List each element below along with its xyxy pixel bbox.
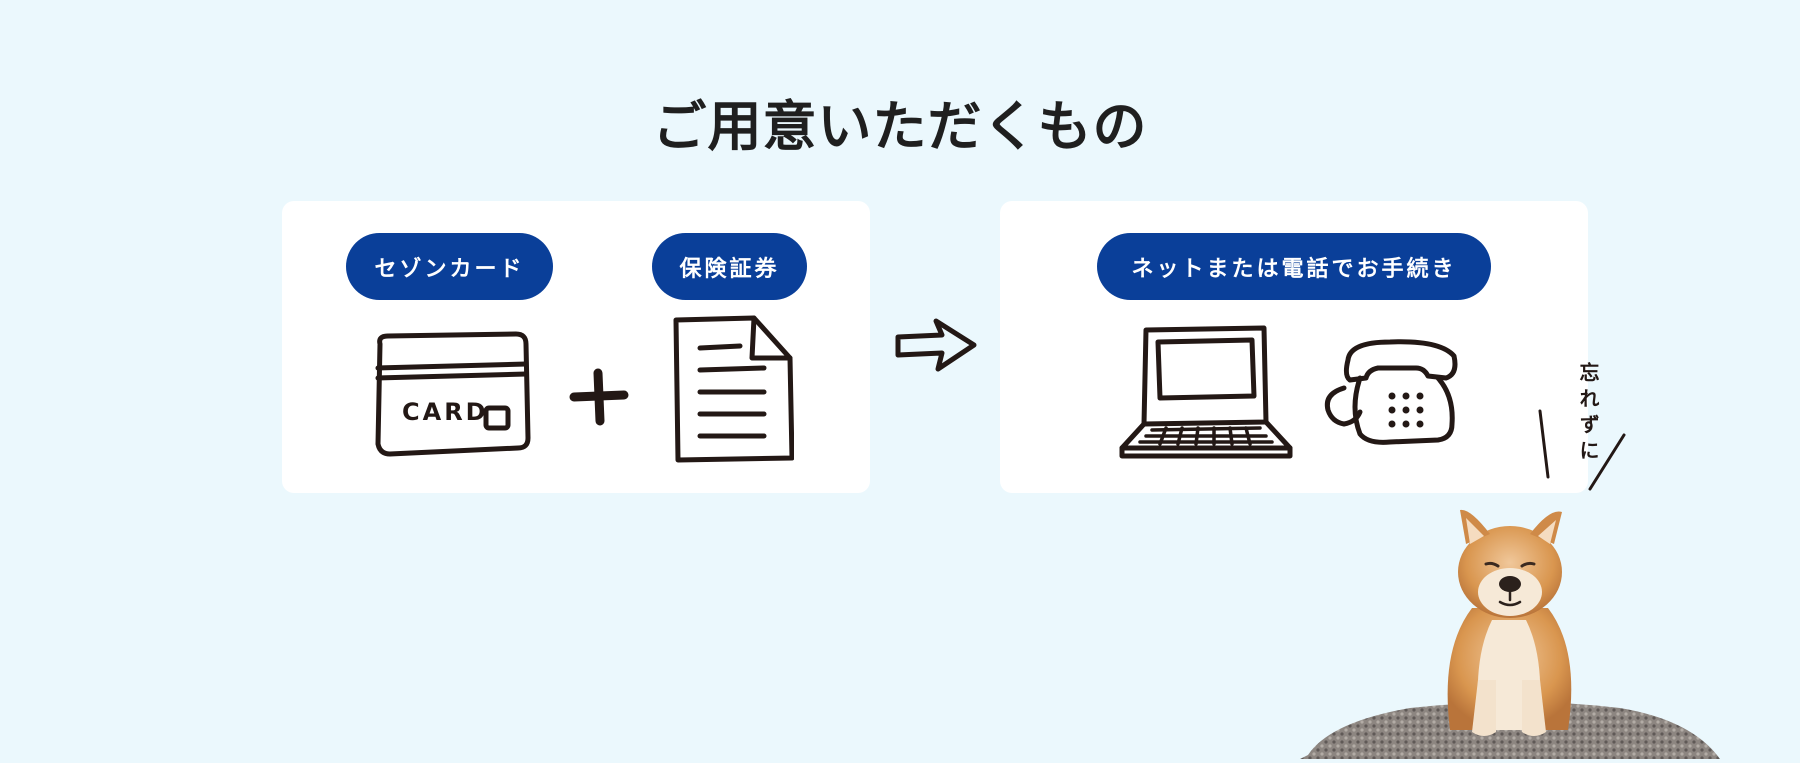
credit-card-icon: CARD (375, 331, 531, 457)
page-title: ご用意いただくもの (652, 95, 1148, 158)
badge-saison-card: セゾンカード (346, 233, 553, 300)
reminder-note: 忘れずに (1576, 362, 1600, 466)
badge-online-or-phone: ネットまたは電話でお手続き (1097, 233, 1491, 300)
laptop-icon (1119, 325, 1293, 459)
shiba-puppy-image (1300, 509, 1720, 759)
plus-icon (569, 368, 629, 426)
emphasis-lines-icon (1538, 409, 1626, 491)
telephone-icon (1324, 339, 1458, 445)
card-label: CARD (402, 398, 489, 426)
mascot-shiba-puppy (1300, 500, 1720, 759)
badge-insurance-policy: 保険証券 (652, 233, 807, 300)
document-icon (673, 315, 794, 463)
arrow-right-icon (895, 318, 977, 372)
